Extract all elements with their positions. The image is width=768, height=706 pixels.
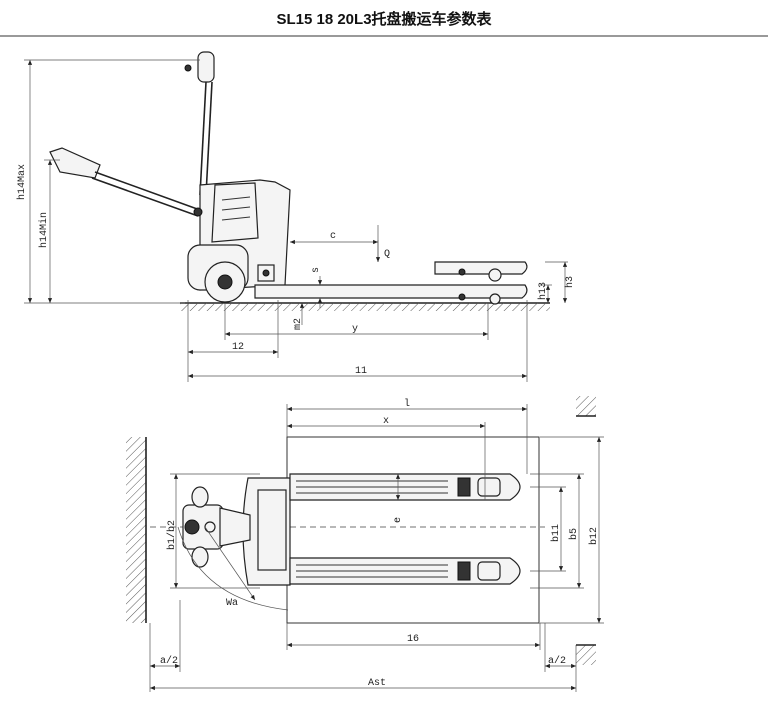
label-h14min: h14Min	[38, 212, 50, 248]
tiller-upright	[184, 51, 215, 196]
label-c: c	[330, 231, 336, 242]
label-b1b2: b1/b2	[166, 520, 178, 550]
ground-hatch	[180, 303, 550, 311]
label-e: e	[393, 517, 404, 523]
label-h3: h3	[564, 276, 576, 288]
label-y: y	[352, 324, 358, 335]
top-view: Wa l x e b1/b2 b11 b5 b12	[126, 396, 604, 692]
label-l: l	[404, 398, 410, 410]
turning-arc	[177, 526, 289, 611]
label-b5: b5	[568, 528, 580, 540]
label-s: s	[311, 267, 322, 273]
label-l2: 12	[232, 342, 244, 353]
page-title: SL15 18 20L3托盘搬运车参数表	[276, 11, 492, 28]
label-b11: b11	[550, 524, 562, 542]
label-l6: 16	[407, 634, 419, 645]
tiller-head-top	[182, 486, 251, 568]
fork-top-lower	[289, 557, 521, 585]
label-a2-right: a/2	[548, 655, 566, 667]
label-b12: b12	[588, 527, 600, 545]
label-h14max: h14Max	[16, 164, 28, 200]
right-wall-hatch-bottom	[576, 645, 596, 665]
right-wall-hatch-top	[576, 396, 596, 416]
label-q: Q	[384, 249, 390, 260]
side-view: h14Max h14Min c Q s h3 h13 m2 y	[16, 51, 576, 382]
key-switch	[193, 207, 203, 217]
label-l1: 11	[355, 366, 367, 377]
label-a2-left: a/2	[160, 655, 178, 667]
drive-unit	[187, 179, 291, 303]
label-m2: m2	[293, 318, 304, 330]
label-ast: Ast	[368, 678, 386, 689]
fork-raised	[434, 261, 528, 282]
pallet-outline	[286, 436, 540, 624]
left-wall-hatch	[126, 437, 146, 623]
fork-lowered	[254, 284, 528, 305]
fork-top-upper	[289, 473, 521, 501]
label-wa: Wa	[226, 598, 238, 609]
label-h13: h13	[537, 282, 549, 300]
label-x: x	[383, 416, 389, 427]
tiller-lowered	[49, 147, 201, 217]
